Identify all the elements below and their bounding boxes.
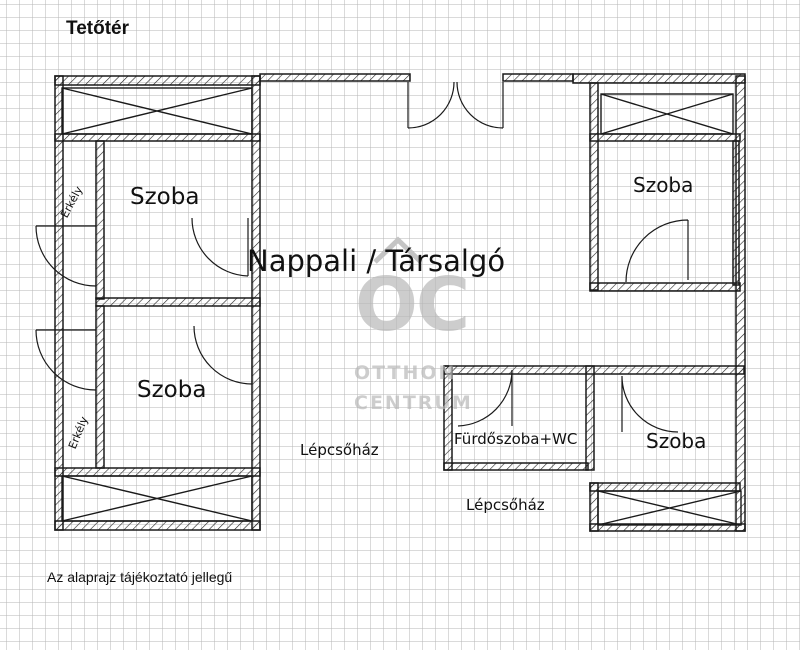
room-label-stairwell-center: Lépcsőház — [300, 441, 379, 459]
wall-top-right — [572, 73, 746, 84]
crossed-storage-zones — [61, 87, 742, 526]
watermark-logo: OC — [355, 262, 470, 348]
wall-bath-right — [585, 365, 595, 471]
wall-bath-bottom — [443, 462, 589, 471]
wall-tr-storage-sep — [589, 133, 741, 142]
watermark-line-2: CENTRUM — [354, 392, 473, 414]
door-living-left — [407, 81, 455, 129]
room-label-top-right: Szoba — [633, 173, 694, 197]
watermark-line-1: OTTHON — [354, 362, 457, 384]
room-label-living: Nappali / Társalgó — [247, 244, 506, 278]
door-room-bottom-right — [621, 375, 679, 433]
storage-cross-bottom-left — [61, 475, 253, 522]
door-bathroom — [457, 369, 513, 427]
door-room-bottom-left — [193, 325, 253, 385]
wall-left-outer — [54, 75, 64, 531]
door-room-top-right — [625, 219, 689, 283]
room-label-bottom-right: Szoba — [646, 429, 707, 453]
disclaimer-note: Az alaprajz tájékoztató jellegű — [47, 569, 233, 585]
wall-balcony-sep-2 — [95, 305, 105, 469]
room-label-bottom-left: Szoba — [137, 377, 207, 403]
watermark-roof-icon — [373, 236, 423, 264]
wall-top-living-b — [502, 73, 574, 82]
wall-left-bottom — [54, 520, 261, 531]
door-living-right — [456, 81, 504, 129]
wall-tr-room-inner — [732, 140, 740, 286]
wall-br-base — [589, 523, 746, 532]
room-label-top-left: Szoba — [130, 184, 200, 210]
room-label-stairwell-right: Lépcsőház — [466, 496, 545, 514]
wall-tr-room-bottom — [589, 282, 741, 292]
door-room-top-left — [191, 217, 249, 277]
door-balcony-bottom — [35, 329, 97, 391]
storage-cross-top-left — [61, 87, 253, 135]
wall-room-sep — [95, 297, 261, 307]
wall-right-inner-top — [589, 82, 599, 291]
wall-storage-top-sep — [54, 133, 261, 142]
page-title: Tetőtér — [66, 18, 129, 39]
storage-cross-bottom-right — [597, 490, 742, 526]
wall-top-left — [54, 75, 261, 86]
doors — [35, 81, 689, 433]
room-label-bathroom: Fürdőszoba+WC — [454, 430, 578, 448]
wall-balcony-sep — [95, 140, 105, 300]
wall-storage-bottom-sep — [54, 467, 261, 477]
wall-br-bottom — [589, 482, 741, 492]
storage-cross-top-right — [600, 93, 734, 135]
door-balcony-top — [35, 225, 97, 287]
walls — [54, 73, 746, 532]
wall-top-living-a — [259, 73, 411, 82]
